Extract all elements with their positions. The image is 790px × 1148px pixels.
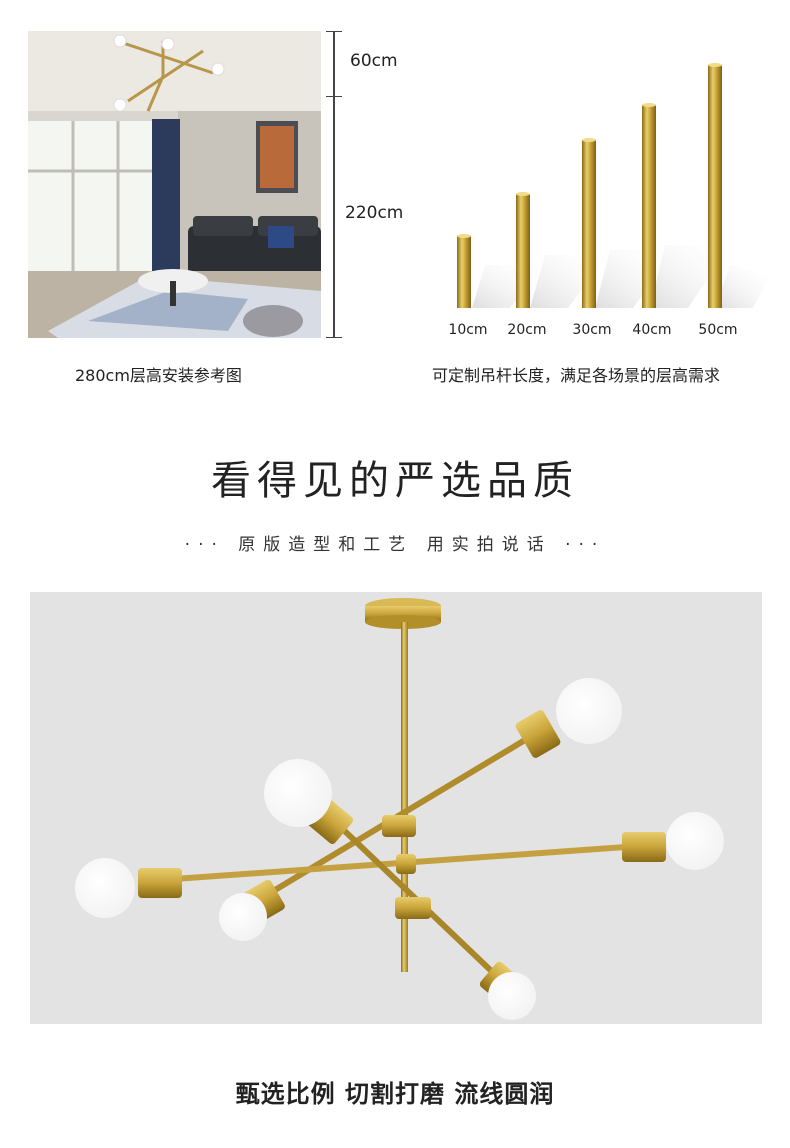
bulb-top-right [515, 678, 622, 758]
dimension-tick-middle [326, 96, 342, 97]
rod-30cm [582, 138, 596, 308]
bulb-top-left [264, 759, 354, 844]
height-dimension-line [333, 31, 335, 338]
rod-50cm [708, 63, 722, 308]
dimension-tick-top [326, 31, 342, 32]
bulb-right [622, 812, 724, 870]
rod-10cm [457, 234, 471, 308]
rod-20cm [516, 192, 530, 308]
rod-label-20cm: 20cm [507, 322, 547, 338]
section-subtitle: ··· 原版造型和工艺 用实拍说话 ··· [184, 535, 606, 555]
dimension-tick-bottom [326, 337, 342, 338]
dimension-label-60cm: 60cm [350, 51, 398, 71]
dimension-label-220cm: 220cm [345, 203, 404, 223]
custom-rod-caption: 可定制吊杆长度，满足各场景的层高需求 [432, 366, 721, 385]
room-reference-photo [28, 31, 321, 338]
chandelier-product-photo [30, 592, 762, 1024]
section-title: 看得见的严选品质 [211, 458, 579, 504]
rod-label-50cm: 50cm [698, 322, 738, 338]
installation-reference-caption: 280cm层高安装参考图 [75, 366, 242, 385]
rod-length-panel [440, 50, 770, 345]
bulb-lower-left [219, 879, 285, 941]
bulb-bottom [479, 961, 536, 1020]
rod-label-10cm: 10cm [448, 322, 488, 338]
rod-40cm [642, 103, 656, 308]
rod-label-40cm: 40cm [632, 322, 672, 338]
quality-caption: 甄选比例 切割打磨 流线圆润 [235, 1080, 555, 1108]
bulb-left [75, 858, 182, 918]
rod-label-30cm: 30cm [572, 322, 612, 338]
